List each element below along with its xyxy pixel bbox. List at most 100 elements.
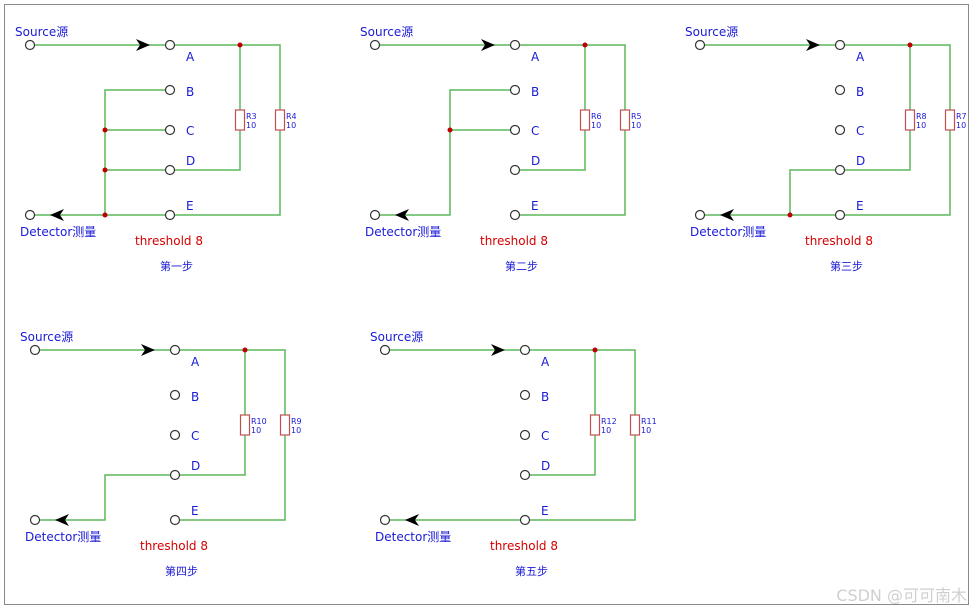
bridge-wire	[789, 169, 840, 215]
watermark: CSDN @可可南木	[836, 586, 967, 605]
pin-label-a: A	[856, 50, 865, 64]
arrow-left-icon	[395, 209, 409, 221]
junction-dot	[102, 167, 108, 173]
pin-b-terminal	[519, 389, 531, 401]
arrow-left-icon	[720, 209, 734, 221]
pin-c-terminal	[509, 124, 521, 136]
source-label: Source源	[370, 330, 423, 344]
junction-dot	[592, 347, 598, 353]
pin-d-terminal	[519, 469, 531, 481]
detector-terminal	[29, 514, 41, 526]
pin-e-terminal	[509, 209, 521, 221]
pin-e-terminal	[169, 514, 181, 526]
pin-label-b: B	[541, 390, 549, 404]
source-terminal	[29, 344, 41, 356]
pin-label-e: E	[531, 199, 539, 213]
pin-label-d: D	[531, 154, 540, 168]
resistor-value: 10	[956, 121, 966, 130]
pin-label-c: C	[531, 124, 539, 138]
arrow-left-icon	[405, 514, 419, 526]
pin-label-a: A	[191, 355, 200, 369]
pin-label-b: B	[191, 390, 199, 404]
pin-label-e: E	[191, 504, 199, 518]
pin-d-terminal	[509, 164, 521, 176]
pin-label-e: E	[856, 199, 864, 213]
pin-b-terminal	[834, 84, 846, 96]
pin-label-a: A	[186, 50, 195, 64]
pin-a-terminal	[509, 39, 521, 51]
junction-dot	[787, 212, 793, 218]
threshold-label: threshold 8	[805, 234, 873, 248]
resistor-value: 10	[286, 121, 296, 130]
resistor-r12	[589, 414, 601, 436]
resistor-name: R7	[956, 112, 967, 121]
resistor-r11	[629, 414, 641, 436]
resistor-value: 10	[916, 121, 926, 130]
detector-label: Detector测量	[20, 225, 96, 239]
resistor-r9	[279, 414, 291, 436]
pin-label-b: B	[186, 85, 194, 99]
resistor-value: 10	[591, 121, 601, 130]
step-label: 第四步	[165, 564, 198, 578]
pin-label-e: E	[186, 199, 194, 213]
pin-d-terminal	[164, 164, 176, 176]
pin-c-terminal	[164, 124, 176, 136]
resistor-name: R10	[251, 417, 267, 426]
step-label: 第二步	[505, 259, 538, 273]
arrow-right-icon	[491, 344, 505, 356]
arrow-right-icon	[806, 39, 820, 51]
source-label: Source源	[20, 330, 73, 344]
junction-dot	[907, 42, 913, 48]
step-label: 第三步	[830, 259, 863, 273]
detector-terminal	[694, 209, 706, 221]
resistor-value: 10	[641, 426, 651, 435]
pin-e-terminal	[164, 209, 176, 221]
resistor-value: 10	[631, 121, 641, 130]
source-terminal	[24, 39, 36, 51]
resistor-r3	[234, 109, 246, 131]
pin-label-d: D	[541, 459, 550, 473]
pin-label-e: E	[541, 504, 549, 518]
bridge-wire	[104, 89, 170, 215]
junction-dot	[242, 347, 248, 353]
resistor-d-wire	[515, 45, 586, 171]
pin-c-terminal	[834, 124, 846, 136]
resistor-r7	[944, 109, 956, 131]
threshold-label: threshold 8	[135, 234, 203, 248]
source-terminal	[694, 39, 706, 51]
resistor-name: R5	[631, 112, 642, 121]
pin-label-b: B	[531, 85, 539, 99]
pin-d-terminal	[169, 469, 181, 481]
pin-label-c: C	[541, 429, 549, 443]
arrow-left-icon	[50, 209, 64, 221]
detector-terminal	[24, 209, 36, 221]
threshold-label: threshold 8	[480, 234, 548, 248]
pin-a-terminal	[164, 39, 176, 51]
pin-label-a: A	[541, 355, 550, 369]
pin-label-a: A	[531, 50, 540, 64]
pin-d-terminal	[834, 164, 846, 176]
resistor-name: R11	[641, 417, 657, 426]
resistor-value: 10	[246, 121, 256, 130]
resistor-value: 10	[601, 426, 611, 435]
resistor-r4	[274, 109, 286, 131]
junction-dot	[237, 42, 243, 48]
pin-b-terminal	[169, 389, 181, 401]
pin-b-terminal	[509, 84, 521, 96]
pin-label-c: C	[186, 124, 194, 138]
resistor-value: 10	[291, 426, 301, 435]
junction-dot	[447, 127, 453, 133]
resistor-d-wire	[170, 45, 241, 171]
bridge-wire	[375, 89, 515, 216]
resistor-name: R6	[591, 112, 602, 121]
resistor-r5	[619, 109, 631, 131]
resistor-r8	[904, 109, 916, 131]
detector-label: Detector测量	[690, 225, 766, 239]
pin-a-terminal	[519, 344, 531, 356]
pin-e-terminal	[834, 209, 846, 221]
pin-label-b: B	[856, 85, 864, 99]
resistor-name: R12	[601, 417, 617, 426]
resistor-name: R3	[246, 112, 257, 121]
step-label: 第五步	[515, 564, 548, 578]
resistor-r10	[239, 414, 251, 436]
